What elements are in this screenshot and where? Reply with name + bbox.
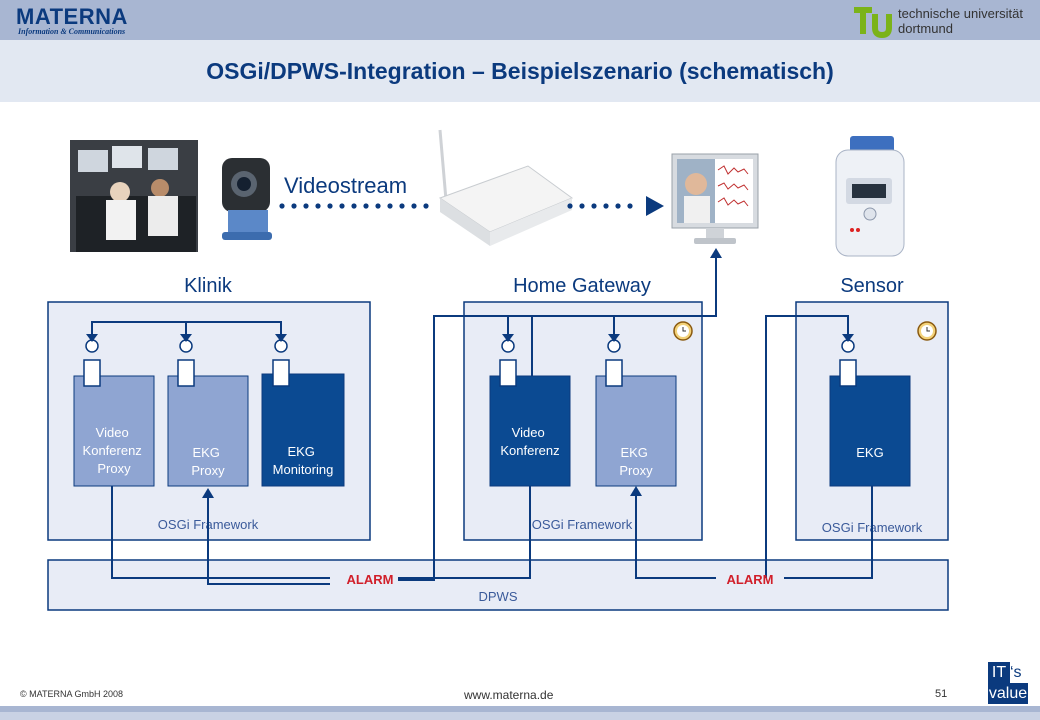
service-ports — [83, 339, 857, 387]
stream-dot — [591, 203, 597, 209]
clinic-photo — [70, 140, 198, 252]
its-value-badge: IT ‘s value — [988, 662, 1028, 704]
connector-arrowheads — [86, 248, 854, 498]
bundle-label: Video Konferenz Proxy — [83, 425, 146, 476]
dpws-label: DPWS — [479, 589, 518, 604]
stream-dot — [291, 203, 297, 209]
title-bar — [0, 40, 1040, 102]
copyright: © MATERNA GmbH 2008 — [20, 689, 123, 699]
stream-dot — [339, 203, 345, 209]
stream-dot — [327, 203, 333, 209]
ekg-sensor-icon — [835, 136, 905, 257]
materna-logo: MATERNA — [16, 4, 128, 29]
sensor-bundle-ekg: EKG — [829, 375, 911, 487]
page-number: 51 — [935, 688, 948, 700]
webcam-icon — [222, 158, 272, 240]
stream-dot — [387, 203, 393, 209]
alarm-label-right: ALARM — [727, 572, 774, 587]
stream-dot — [567, 203, 573, 209]
stream-dot — [615, 203, 621, 209]
tu-wordmark: technische universität dortmund — [898, 6, 1023, 36]
alarm-clock-icon — [673, 321, 693, 341]
stream-dot — [279, 203, 285, 209]
stream-dot — [399, 203, 405, 209]
footer-bar — [0, 706, 1040, 712]
bundle-label: EKG Proxy — [191, 445, 225, 478]
videostream-label: Videostream — [284, 173, 407, 198]
stream-dot — [351, 203, 357, 209]
bundle-label: EKG Proxy — [619, 445, 653, 478]
alarm-label-left: ALARM — [347, 572, 394, 587]
badge-it: IT — [988, 662, 1010, 683]
header-bar — [0, 0, 1040, 40]
monitor-icon — [671, 153, 759, 244]
badge-s: ‘s — [1010, 664, 1022, 681]
gateway-framework-label: OSGi Framework — [532, 517, 633, 532]
bundle-label: EKG Monitoring — [273, 444, 334, 477]
section-label-home-gateway: Home Gateway — [513, 275, 651, 297]
tu-line2: dortmund — [898, 21, 953, 36]
stream-dot — [423, 203, 429, 209]
footer-url[interactable]: www.materna.de — [464, 688, 554, 702]
alarm-clock-icon — [917, 321, 937, 341]
stream-dot — [411, 203, 417, 209]
router-icon — [438, 129, 574, 246]
footer-bar-bottom — [0, 712, 1040, 720]
klinik-bundle-video-proxy: Video Konferenz Proxy — [73, 375, 155, 487]
bundle-label: Video Konferenz — [500, 425, 559, 458]
gateway-bundle-ekg-proxy: EKG Proxy — [595, 375, 677, 487]
section-label-klinik: Klinik — [184, 275, 233, 297]
stream-dot — [363, 203, 369, 209]
dpws-box — [47, 559, 949, 611]
bundle-label: EKG — [856, 445, 883, 460]
section-label-sensor: Sensor — [840, 275, 904, 297]
stream-dot — [627, 203, 633, 209]
stream-dot — [375, 203, 381, 209]
badge-value: value — [988, 683, 1028, 704]
tu-line1: technische universität — [898, 6, 1024, 21]
stream-dot — [603, 203, 609, 209]
videostream-arrow — [279, 203, 633, 209]
stream-dot — [303, 203, 309, 209]
tu-logo-icon — [854, 7, 892, 38]
stream-dot — [579, 203, 585, 209]
videostream-arrowhead — [646, 196, 664, 216]
klinik-bundle-ekg-monitoring: EKG Monitoring — [261, 373, 345, 487]
page-title: OSGi/DPWS-Integration – Beispielszenario… — [206, 58, 834, 84]
gateway-bundle-video-konferenz: Video Konferenz — [489, 375, 571, 487]
klinik-bundle-ekg-proxy: EKG Proxy — [167, 375, 249, 487]
materna-logo-subtitle: Information & Communications — [18, 27, 126, 36]
stream-dot — [315, 203, 321, 209]
